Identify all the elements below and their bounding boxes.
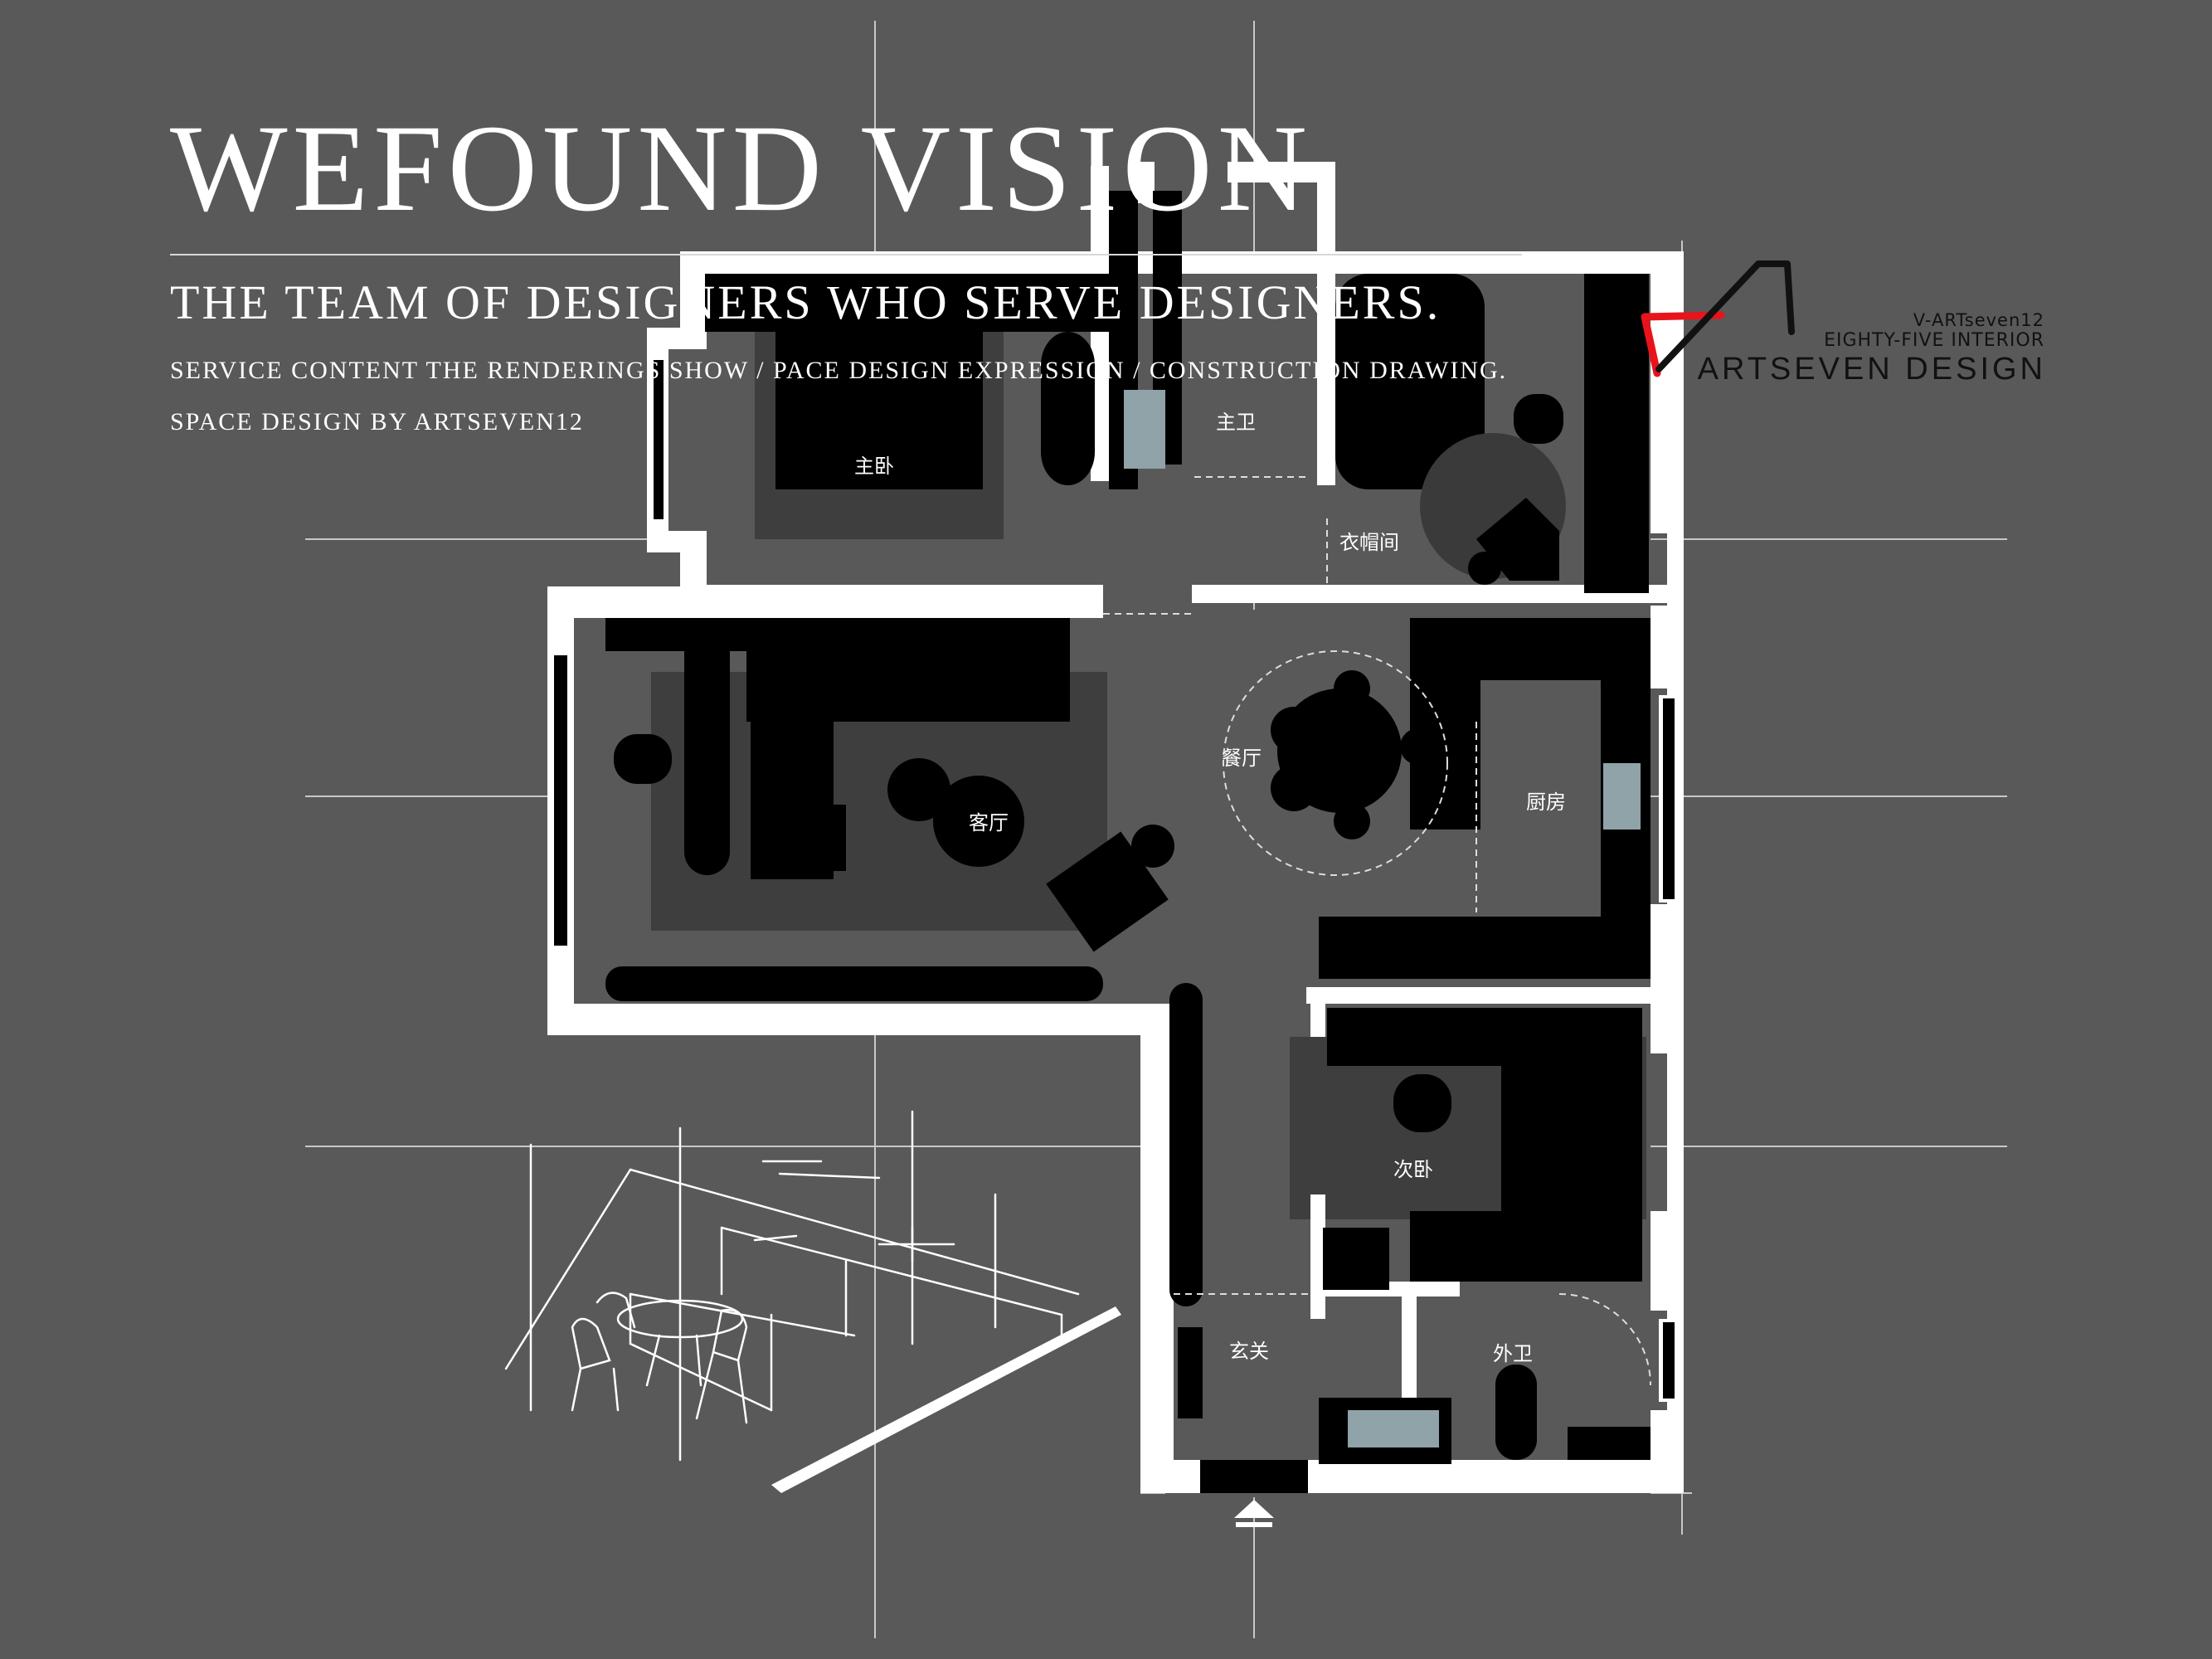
sinks-and-glass bbox=[1124, 390, 1641, 1447]
room-label-living-room: 客厅 bbox=[969, 811, 1009, 834]
artseven-a-logo-icon bbox=[1641, 260, 1795, 377]
sketch-shadow-stroke bbox=[771, 1306, 1121, 1493]
furniture bbox=[605, 191, 1650, 1464]
room-label-kitchen: 厨房 bbox=[1526, 791, 1566, 814]
divider-line bbox=[170, 254, 1522, 255]
room-label-entrance: 玄关 bbox=[1229, 1340, 1269, 1363]
kitchen-sketch bbox=[504, 1110, 1080, 1462]
tagline: THE TEAM OF DESIGNERS WHO SERVE DESIGNER… bbox=[170, 275, 1441, 329]
room-label-master-bedroom: 主卧 bbox=[854, 455, 894, 478]
door-swings bbox=[1103, 476, 1651, 1386]
design-credit: SPACE DESIGN BY ARTSEVEN12 bbox=[170, 408, 584, 435]
room-label-guest-bath: 外卫 bbox=[1493, 1342, 1533, 1365]
windows bbox=[550, 357, 1679, 1493]
entrance-arrow-icon bbox=[1234, 1500, 1274, 1527]
room-label-walk-in-closet: 衣帽间 bbox=[1339, 531, 1399, 554]
room-label-master-bath: 主卫 bbox=[1216, 411, 1256, 434]
logo-line-2: EIGHTY-FIVE INTERIOR bbox=[1824, 330, 2044, 351]
logo-wordmark: ARTSEVEN DESIGN bbox=[1697, 352, 2046, 387]
service-description: SERVICE CONTENT THE RENDERINGS SHOW / PA… bbox=[170, 357, 1508, 384]
room-label-dining-room: 餐厅 bbox=[1222, 747, 1262, 770]
page-title: WEFOUND VISION bbox=[170, 100, 1313, 237]
logo-line-1: V-ARTseven12 bbox=[1913, 310, 2044, 330]
room-label-second-bedroom: 次卧 bbox=[1393, 1158, 1433, 1181]
